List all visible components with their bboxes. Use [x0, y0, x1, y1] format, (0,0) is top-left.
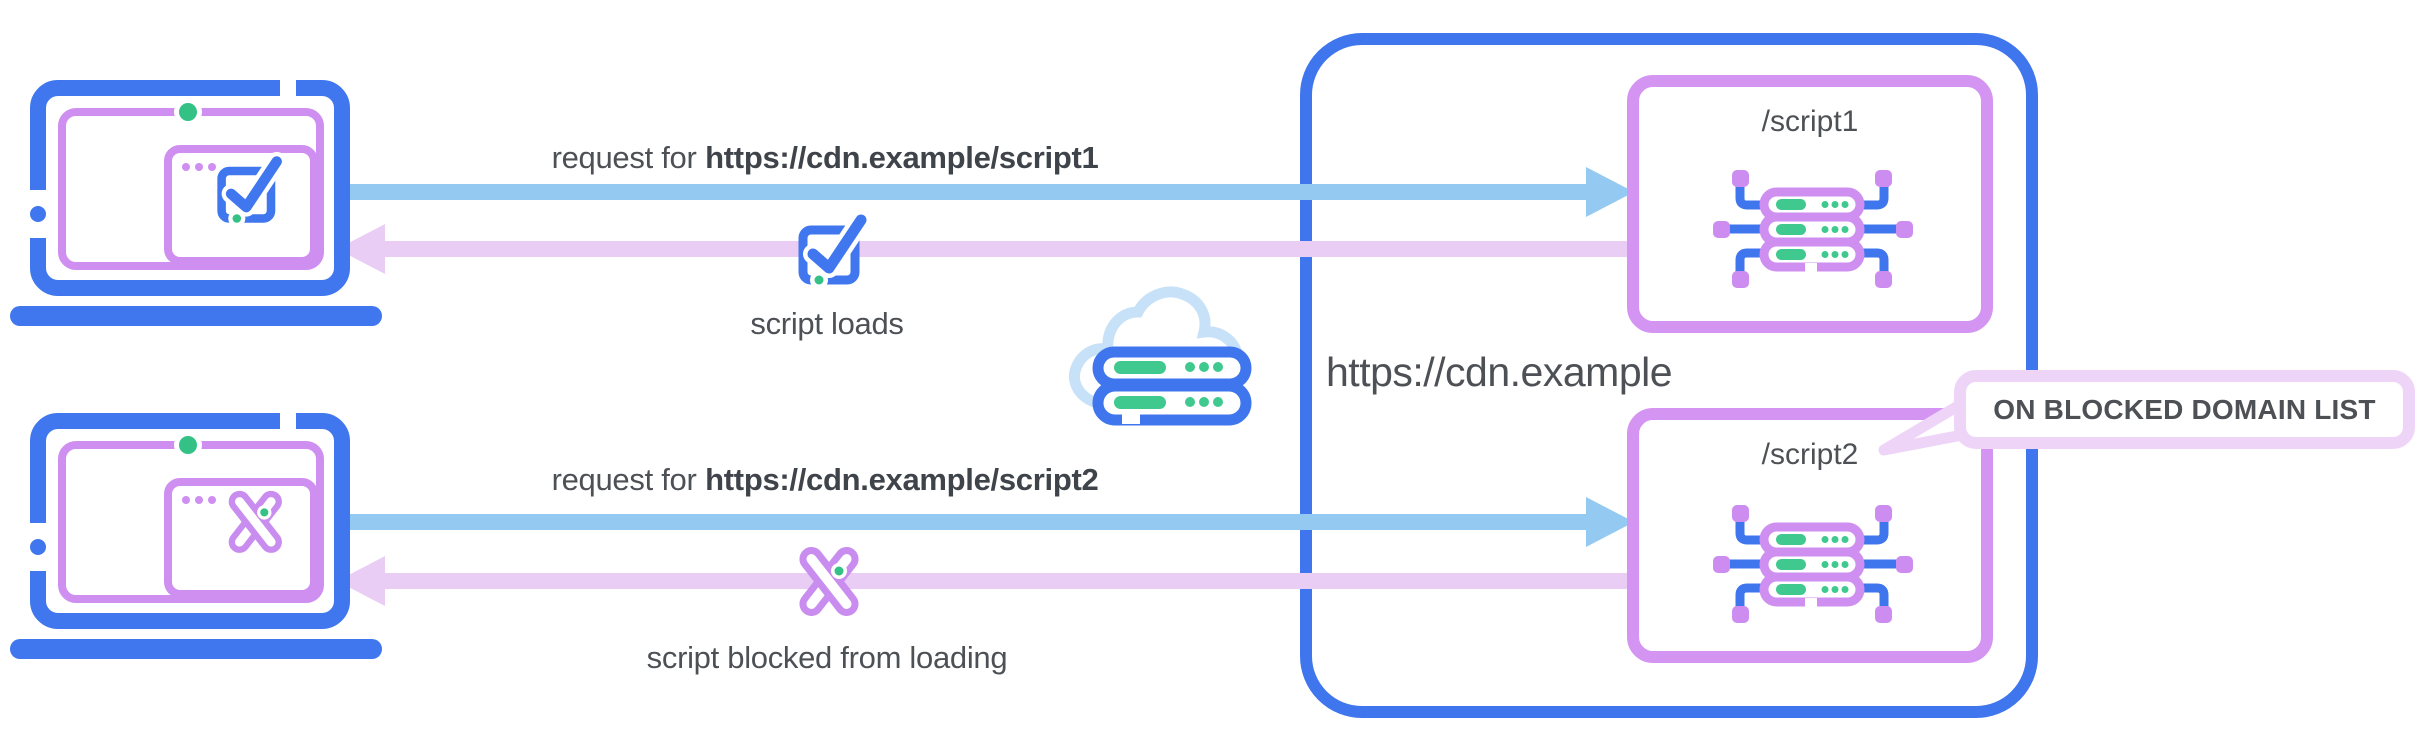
script-loads-label: script loads [750, 306, 904, 341]
script-blocked-label: script blocked from loading [646, 640, 1008, 675]
script-blocked-cross-icon [799, 547, 859, 616]
endpoint-label-script1: /script1 [1761, 105, 1859, 138]
laptop-blocked-icon [10, 409, 382, 659]
blocked-domain-callout-text: ON BLOCKED DOMAIN LIST [1993, 393, 2376, 425]
endpoint-box-script1: /script1 [1627, 75, 1993, 333]
request-arrow-script1 [337, 167, 1634, 217]
response-arrow-script2 [337, 556, 1640, 606]
cdn-domain-label: https://cdn.example [1326, 349, 1673, 395]
request-arrow-script2 [337, 497, 1634, 547]
endpoint-label-script2: /script2 [1761, 438, 1859, 471]
server-cluster-icon-script2 [1713, 505, 1913, 623]
request2-url: https://cdn.example/script2 [705, 462, 1099, 497]
cross-icon [228, 490, 282, 553]
script-loads-check-icon [798, 210, 871, 288]
cloud-server-icon [1069, 286, 1252, 426]
request1-prefix: request for [551, 140, 697, 175]
laptop-allowed-icon [10, 76, 382, 326]
request1-url: https://cdn.example/script1 [705, 140, 1099, 175]
response-arrow-script1 [337, 224, 1640, 274]
check-icon [217, 152, 287, 228]
server-cluster-icon-script1 [1713, 170, 1913, 288]
request2-prefix: request for [551, 462, 697, 497]
endpoint-box-script2: /script2 [1627, 408, 1993, 663]
blocked-domain-callout: ON BLOCKED DOMAIN LIST [1954, 370, 2415, 449]
cdn-container-box [1300, 33, 2038, 718]
